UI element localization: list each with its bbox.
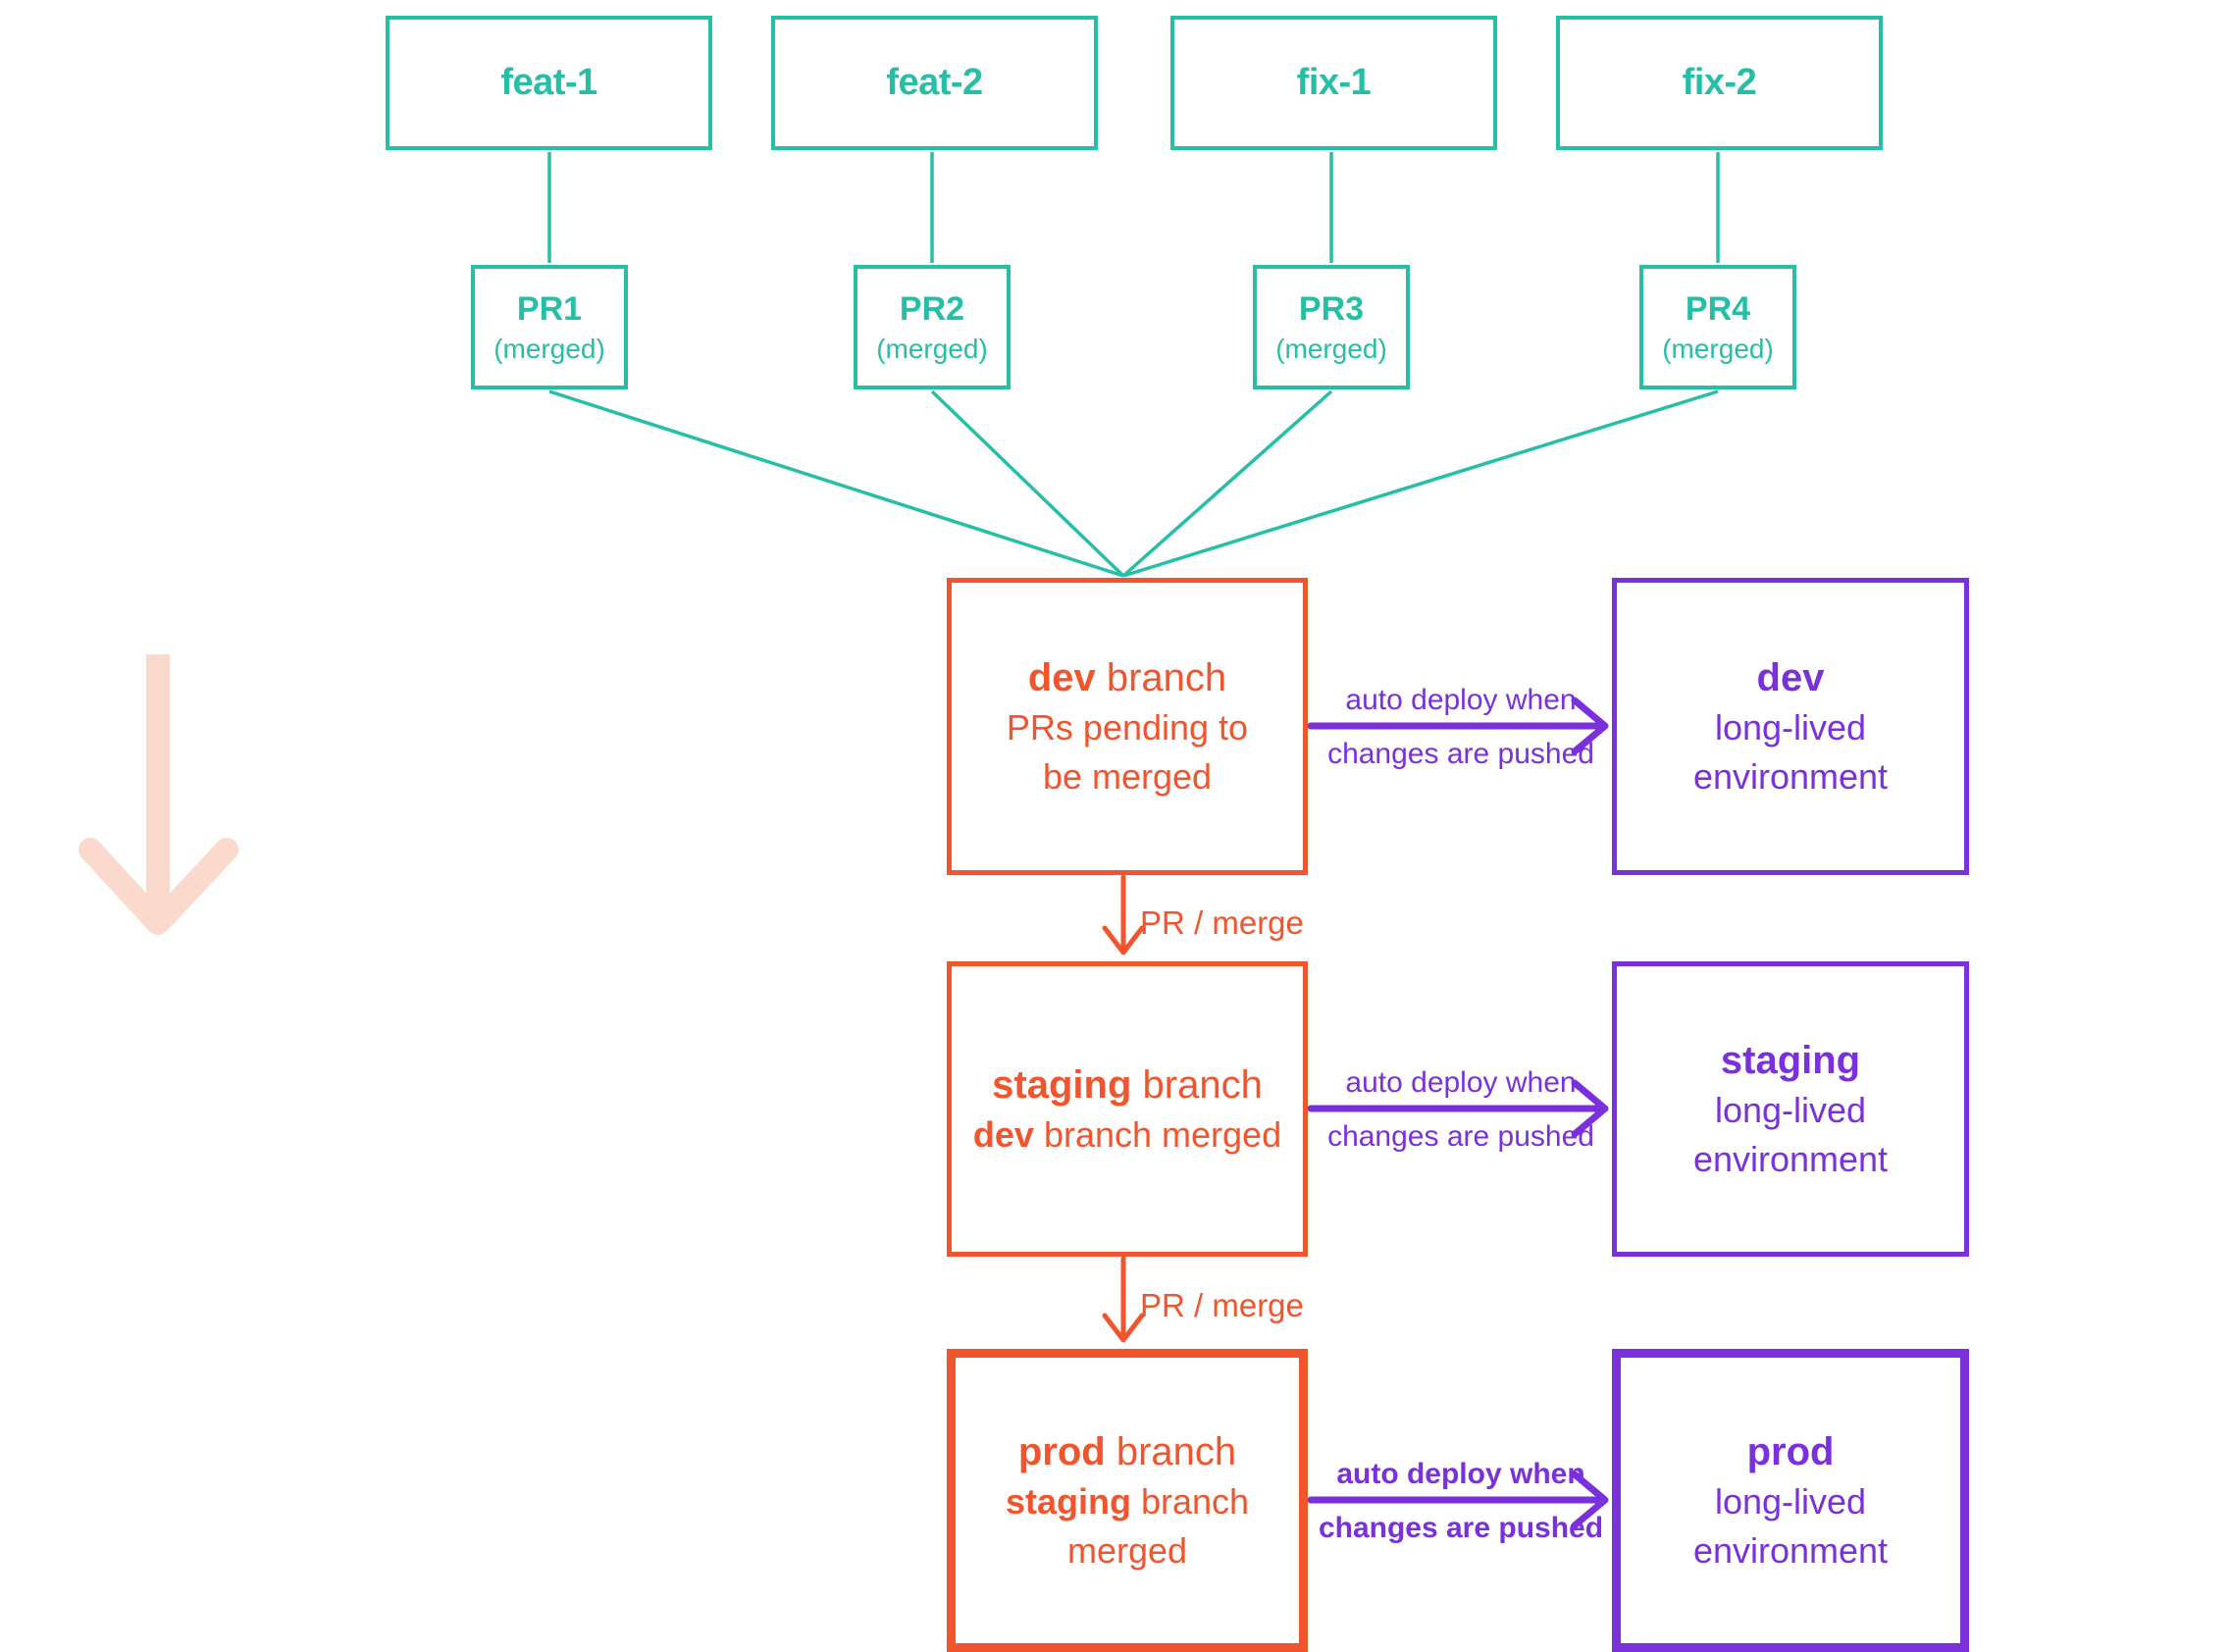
dev-env-name: dev (1756, 655, 1825, 699)
deploy-label-prod-line2: changes are pushed (1318, 1512, 1604, 1544)
deploy-label-prod-line1: auto deploy when (1336, 1458, 1585, 1490)
node-prod-environment: prod long-lived environment (1612, 1349, 1969, 1652)
merge-label-staging-prod: PR / merge (1140, 1287, 1304, 1323)
node-pr1: PR1 (merged) (471, 265, 628, 389)
prod-branch-subline-2: merged (1066, 1529, 1188, 1571)
merge-arrow-staging-to-prod-icon (1102, 1256, 1145, 1343)
timeline-down-arrow-icon (78, 654, 238, 935)
dev-env-subline-1: long-lived (1714, 706, 1867, 748)
feat-2-label: feat-2 (886, 62, 983, 103)
staging-env-subline-2: environment (1692, 1138, 1889, 1179)
prod-branch-title-em: prod (1017, 1429, 1106, 1473)
prod-env-name: prod (1746, 1429, 1835, 1473)
prod-env-subline-2: environment (1692, 1529, 1889, 1571)
node-feat-2: feat-2 (771, 16, 1098, 150)
node-staging-branch: staging branch dev branch merged (947, 961, 1308, 1257)
prod-branch-title: prod branch (1018, 1426, 1236, 1477)
node-pr2: PR2 (merged) (854, 265, 1011, 389)
pr4-status: (merged) (1662, 334, 1774, 365)
pr3-label: PR3 (1298, 289, 1365, 328)
staging-branch-title: staging branch (992, 1059, 1263, 1110)
feature-to-pr-connectors (547, 152, 1720, 263)
staging-branch-subline-1-em: dev (972, 1113, 1034, 1155)
dev-branch-subline-1: PRs pending to (1006, 706, 1249, 748)
staging-env-name: staging (1720, 1038, 1861, 1082)
pr-to-dev-connectors (548, 389, 1719, 578)
prod-branch-title-rest: branch (1105, 1429, 1237, 1473)
prod-branch-subline-1-rest: branch (1130, 1480, 1250, 1522)
node-pr3: PR3 (merged) (1253, 265, 1410, 389)
pr1-label: PR1 (516, 289, 583, 328)
node-dev-environment: dev long-lived environment (1612, 578, 1969, 875)
deploy-label-dev-line2: changes are pushed (1327, 738, 1594, 770)
feat-1-label: feat-1 (500, 62, 597, 103)
staging-env-subline-1: long-lived (1714, 1089, 1867, 1130)
fix-1-label: fix-1 (1296, 62, 1372, 103)
dev-branch-title: dev branch (1028, 652, 1226, 703)
pr2-label: PR2 (899, 289, 965, 328)
merge-arrow-dev-to-staging-icon (1102, 874, 1145, 955)
node-feat-1: feat-1 (386, 16, 712, 150)
pr4-label: PR4 (1685, 289, 1751, 328)
prod-branch-subline-1: staging branch (1006, 1477, 1249, 1526)
staging-branch-title-em: staging (992, 1062, 1132, 1107)
staging-branch-subline-1-rest: branch merged (1033, 1113, 1282, 1155)
dev-branch-title-rest: branch (1095, 655, 1227, 699)
prod-branch-subline-1-em: staging (1005, 1480, 1131, 1522)
deploy-label-staging-line2: changes are pushed (1327, 1120, 1594, 1153)
pr3-status: (merged) (1275, 334, 1387, 365)
pr2-status: (merged) (876, 334, 988, 365)
node-fix-1: fix-1 (1170, 16, 1497, 150)
pr1-status: (merged) (493, 334, 605, 365)
node-staging-environment: staging long-lived environment (1612, 961, 1969, 1257)
fix-2-label: fix-2 (1682, 62, 1757, 103)
dev-branch-title-em: dev (1027, 655, 1096, 699)
staging-branch-subline-1: dev branch merged (973, 1110, 1281, 1160)
node-pr4: PR4 (merged) (1639, 265, 1796, 389)
dev-env-subline-2: environment (1692, 755, 1889, 797)
dev-branch-subline-2: be merged (1042, 755, 1213, 797)
node-prod-branch: prod branch staging branch merged (947, 1349, 1308, 1652)
staging-branch-title-rest: branch (1131, 1062, 1263, 1107)
node-fix-2: fix-2 (1556, 16, 1883, 150)
node-dev-branch: dev branch PRs pending to be merged (947, 578, 1308, 875)
prod-env-subline-1: long-lived (1714, 1480, 1867, 1522)
deploy-label-staging-line1: auto deploy when (1345, 1066, 1577, 1099)
deploy-label-dev-line1: auto deploy when (1345, 684, 1577, 716)
merge-label-dev-staging: PR / merge (1140, 904, 1304, 941)
